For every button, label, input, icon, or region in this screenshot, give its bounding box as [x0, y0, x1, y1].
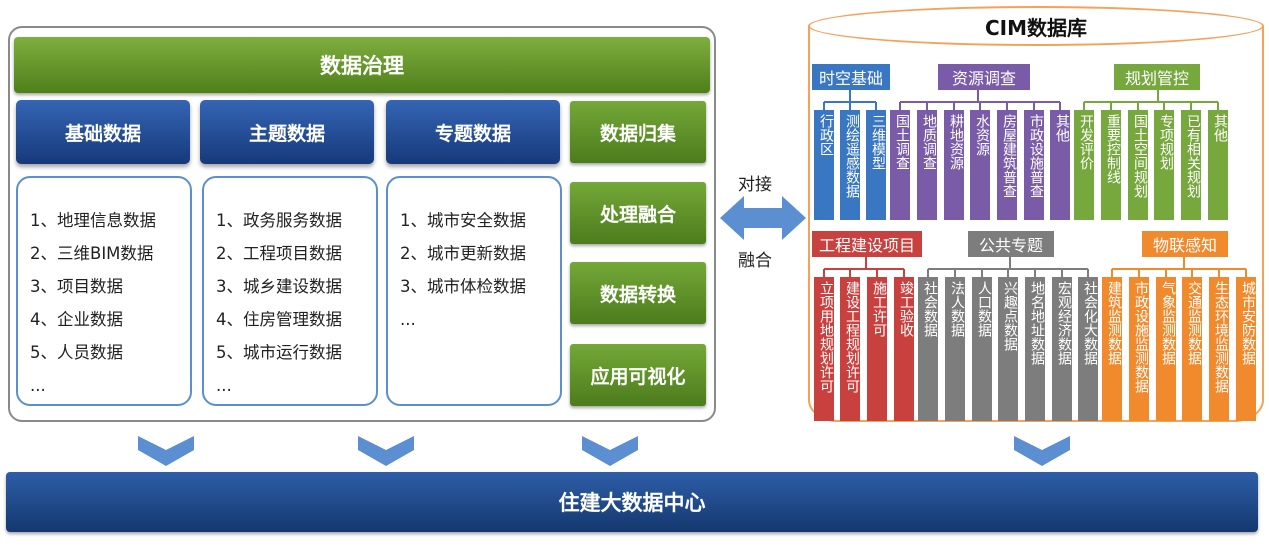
list-item: 5、城市运行数据 — [216, 343, 342, 362]
process-conversion: 数据转换 — [570, 262, 706, 324]
cim-col: 气象监测数据 — [1156, 277, 1176, 421]
list-item: 2、工程项目数据 — [216, 244, 342, 263]
group-header-iot: 物联感知 — [1142, 231, 1228, 257]
basic-data-header: 基础数据 — [16, 100, 190, 164]
group-header-planning: 规划管控 — [1114, 64, 1200, 90]
list-item: ... — [216, 376, 232, 395]
big-data-center-bar: 住建大数据中心 — [6, 472, 1258, 532]
list-item: 1、城市安全数据 — [400, 211, 526, 230]
connector-label-bottom: 融合 — [738, 251, 772, 271]
cim-col: 兴趣点数据 — [998, 277, 1018, 421]
group-header-public: 公共专题 — [968, 231, 1054, 257]
cim-col: 法人数据 — [945, 277, 965, 421]
group-header-resource: 资源调查 — [938, 64, 1030, 90]
connector-label-top: 对接 — [738, 175, 772, 195]
special-data-list: 1、城市安全数据 2、城市更新数据 3、城市体检数据 ... — [386, 176, 562, 406]
group-connectors-top — [823, 90, 1219, 110]
group-header-spatial: 时空基础 — [812, 64, 890, 90]
list-item: 1、政务服务数据 — [216, 211, 342, 230]
cim-col: 建设工程规划许可 — [840, 277, 860, 421]
cim-col: 房屋建筑普查 — [997, 110, 1017, 220]
list-item: 3、城乡建设数据 — [216, 277, 342, 296]
cim-col: 市政设施监测数据 — [1129, 277, 1149, 421]
chevron-down-icon — [582, 436, 638, 466]
cim-col: 建筑监测数据 — [1102, 277, 1122, 421]
cim-col: 城市安防数据 — [1236, 277, 1256, 421]
cim-database-top — [808, 6, 1264, 46]
cim-col: 其他 — [1050, 110, 1070, 220]
special-data-header: 专题数据 — [386, 100, 560, 164]
list-item: 4、企业数据 — [30, 310, 123, 329]
cim-col: 社会数据 — [918, 277, 938, 421]
cim-col: 社会化大数据 — [1078, 277, 1098, 421]
chevron-down-icon — [1014, 436, 1070, 466]
list-item: 3、项目数据 — [30, 277, 123, 296]
cim-col: 施工许可 — [867, 277, 887, 421]
list-item: 4、住房管理数据 — [216, 310, 342, 329]
process-visualization: 应用可视化 — [570, 344, 706, 406]
cim-col: 其他 — [1208, 110, 1228, 220]
cim-col: 市政设施普查 — [1024, 110, 1044, 220]
cim-col: 专项规划 — [1154, 110, 1174, 220]
process-fusion: 处理融合 — [570, 182, 706, 244]
cim-col: 水资源 — [970, 110, 990, 220]
cim-col: 行政区 — [814, 110, 834, 220]
cim-col: 宏观经济数据 — [1052, 277, 1072, 421]
process-data-collection: 数据归集 — [570, 101, 706, 163]
cim-col: 测绘遥感数据 — [840, 110, 860, 220]
double-arrow-icon — [720, 196, 806, 240]
cim-col: 交通监测数据 — [1182, 277, 1202, 421]
cim-col: 地质调查 — [917, 110, 937, 220]
data-governance-header: 数据治理 — [14, 37, 710, 93]
cim-col: 人口数据 — [972, 277, 992, 421]
group-header-construction: 工程建设项目 — [812, 231, 922, 257]
list-item: 2、城市更新数据 — [400, 244, 526, 263]
list-item: 5、人员数据 — [30, 343, 123, 362]
cim-col: 国土空间规划 — [1128, 110, 1148, 220]
list-item: 1、地理信息数据 — [30, 211, 156, 230]
cim-col: 三维模型 — [866, 110, 886, 220]
theme-data-list: 1、政务服务数据 2、工程项目数据 3、城乡建设数据 4、住房管理数据 5、城市… — [202, 176, 378, 406]
theme-data-header: 主题数据 — [200, 100, 374, 164]
chevron-down-icon — [358, 436, 414, 466]
basic-data-list: 1、地理信息数据 2、三维BIM数据 3、项目数据 4、企业数据 5、人员数据 … — [16, 176, 192, 406]
cim-col: 生态环境监测数据 — [1209, 277, 1229, 421]
cim-col: 竣工验收 — [894, 277, 914, 421]
chevron-down-icon — [138, 436, 194, 466]
list-item: 3、城市体检数据 — [400, 277, 526, 296]
list-item: ... — [30, 376, 46, 395]
cim-col: 重要控制线 — [1101, 110, 1121, 220]
group-connectors-bottom — [823, 257, 1247, 277]
list-item: 2、三维BIM数据 — [30, 244, 154, 263]
cim-col: 国土调查 — [890, 110, 910, 220]
list-item: ... — [400, 310, 416, 329]
cim-col: 已有相关规划 — [1181, 110, 1201, 220]
cim-col: 耕地资源 — [944, 110, 964, 220]
cim-col: 开发评价 — [1074, 110, 1094, 220]
cim-database-title: CIM数据库 — [984, 16, 1088, 40]
cim-col: 立项用地规划许可 — [814, 277, 834, 421]
cim-col: 地名地址数据 — [1025, 277, 1045, 421]
